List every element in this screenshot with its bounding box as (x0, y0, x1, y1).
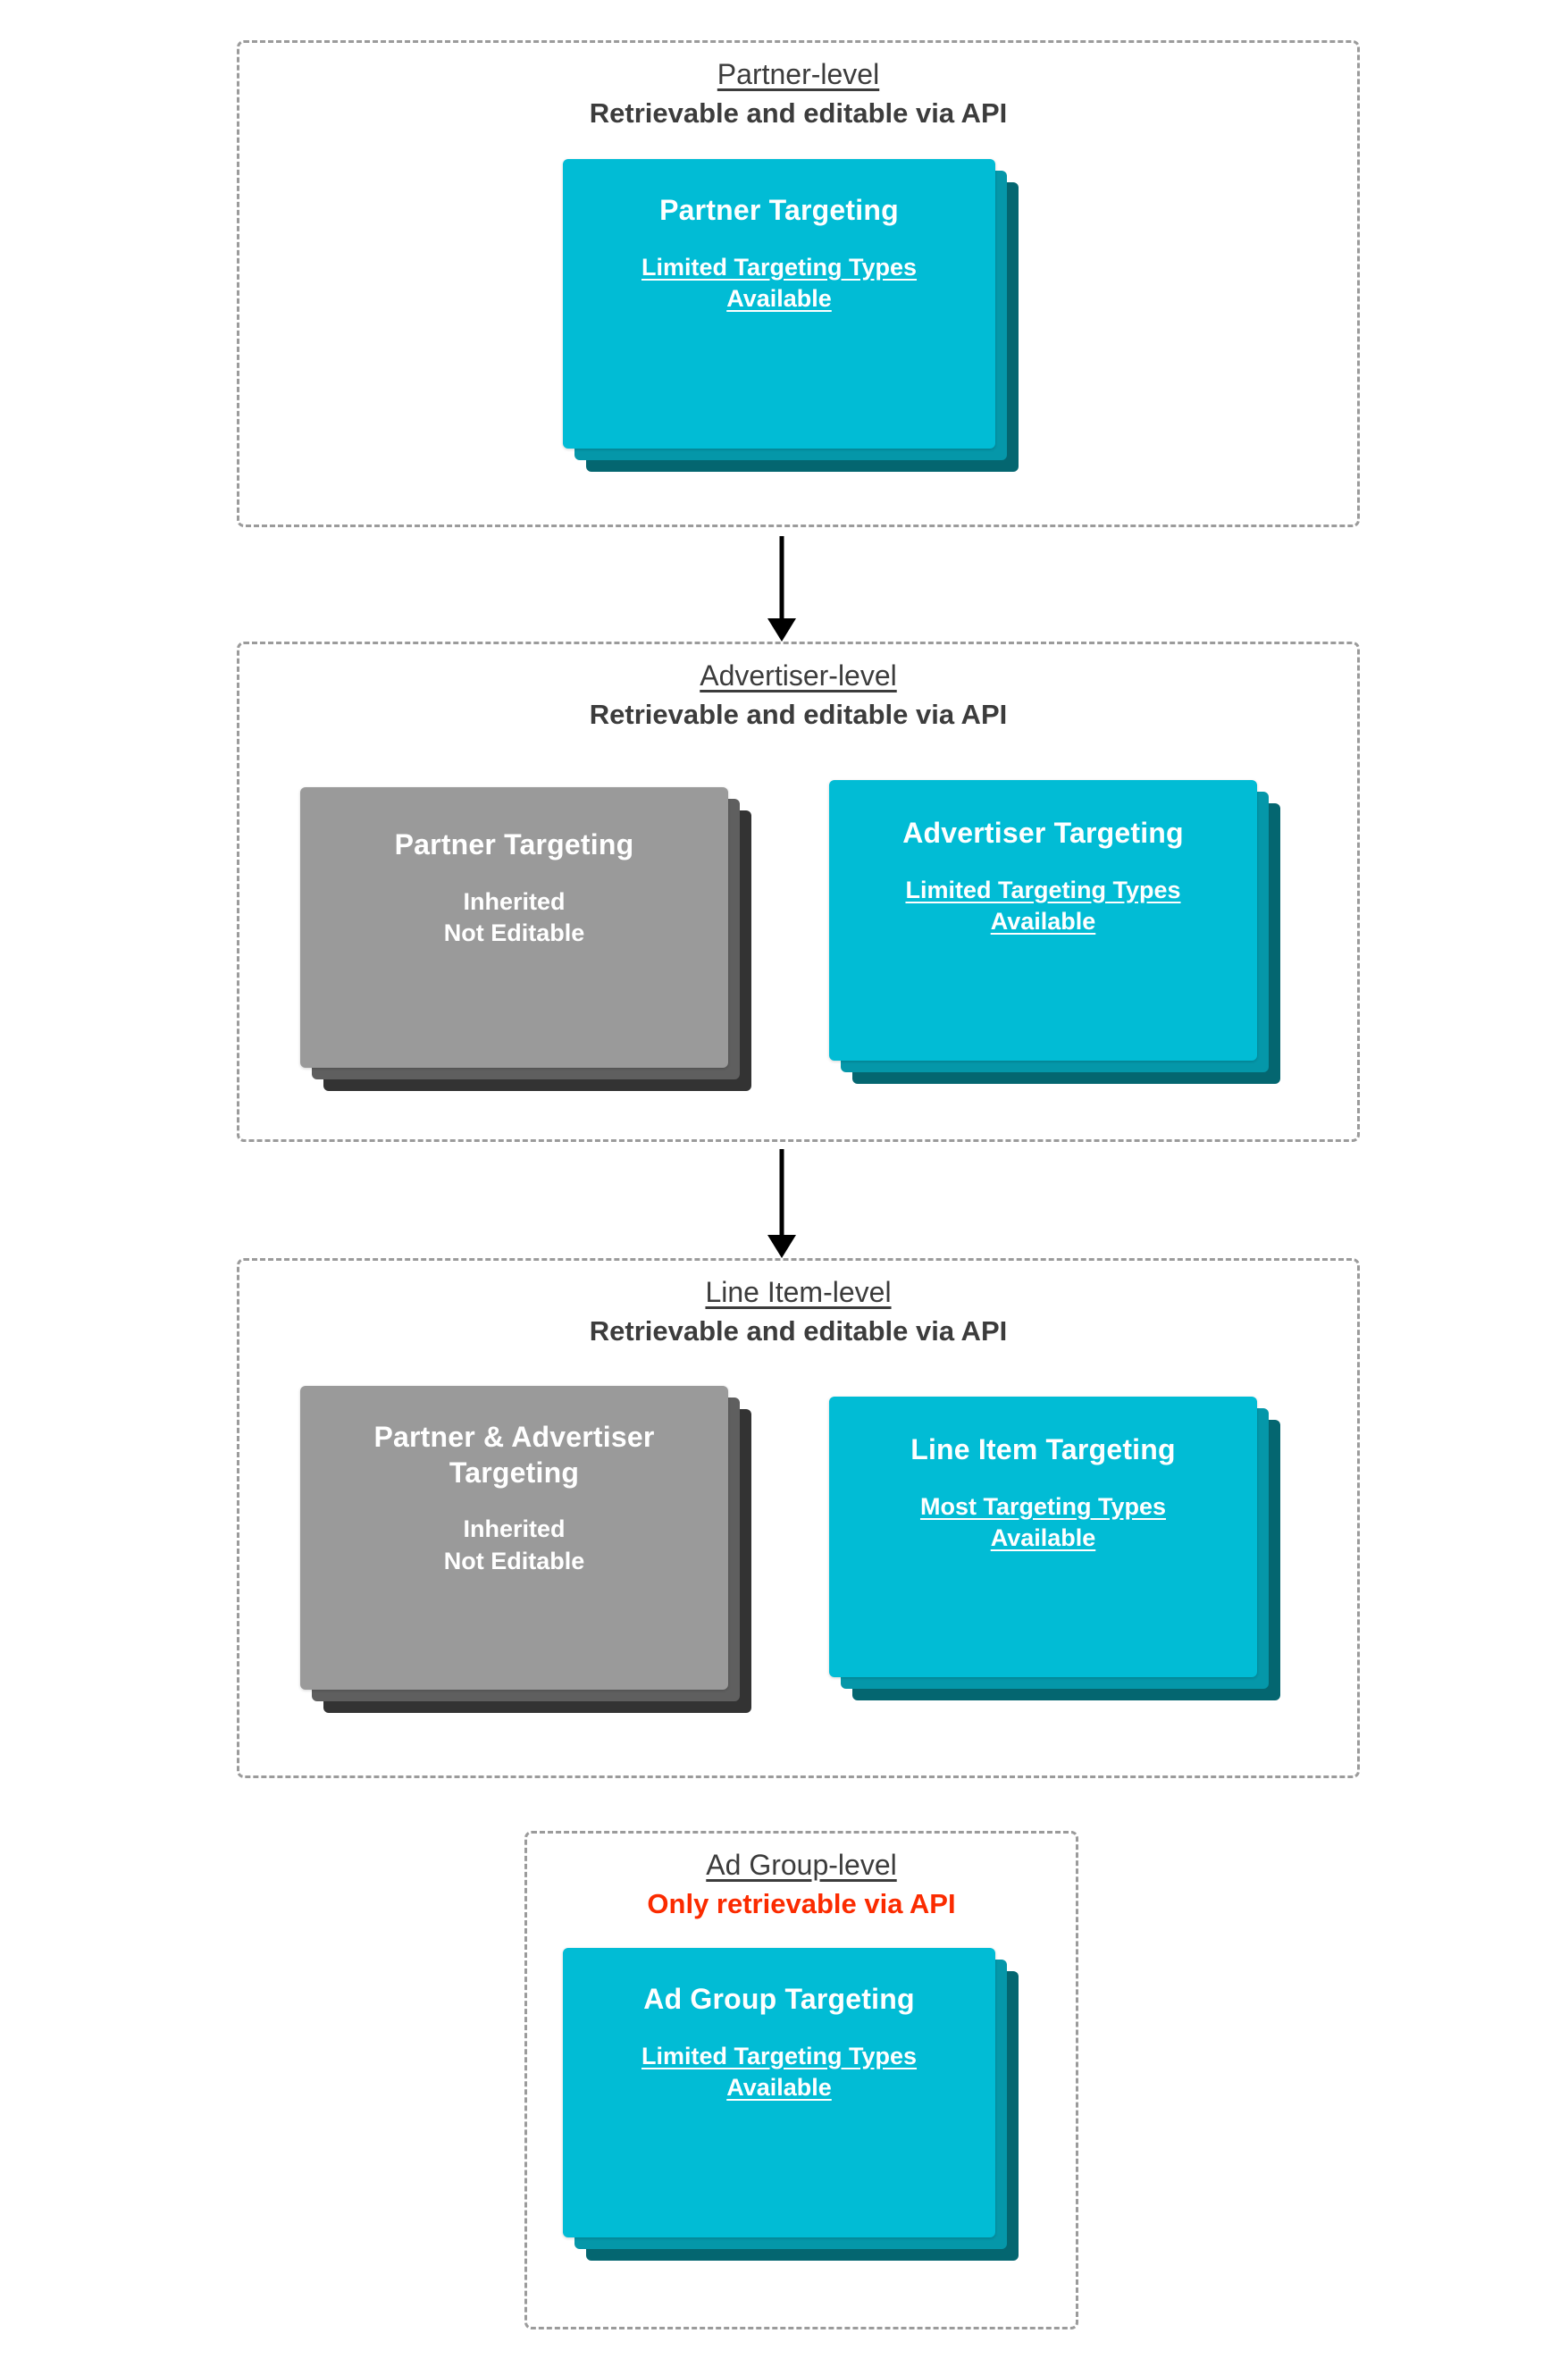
card-inherited-partner-targeting[interactable]: Partner Targeting Inherited Not Editable (300, 787, 728, 1068)
arrow-head-icon (767, 618, 796, 642)
level-subtitle-line-item: Retrievable and editable via API (589, 1315, 1008, 1347)
connector-partner-to-advertiser (764, 536, 800, 642)
card-stack-ad-group-targeting[interactable]: Ad Group Targeting Limited Targeting Typ… (563, 1948, 1019, 2261)
card-ad-group-targeting[interactable]: Ad Group Targeting Limited Targeting Typ… (563, 1948, 995, 2237)
card-subtitle-line-1: Limited Targeting Types (641, 253, 918, 281)
arrow-shaft (779, 1149, 784, 1237)
card-title: Advertiser Targeting (902, 817, 1184, 849)
card-title: Line Item Targeting (910, 1433, 1176, 1465)
card-subtitle-line-2: Available (990, 908, 1096, 936)
level-container-partner: Partner-level Retrievable and editable v… (237, 40, 1360, 527)
card-subtitle-line-1: Inherited (463, 1515, 566, 1543)
card-inherited-partner-advertiser-targeting[interactable]: Partner & Advertiser Targeting Inherited… (300, 1386, 728, 1690)
level-header-line-item: Line Item-level Retrievable and editable… (239, 1275, 1357, 1349)
arrow-shaft (779, 536, 784, 620)
connector-advertiser-to-line-item (764, 1149, 800, 1258)
card-subtitle-line-1: Most Targeting Types (919, 1492, 1167, 1520)
card-stack-advertiser-targeting[interactable]: Advertiser Targeting Limited Targeting T… (829, 780, 1280, 1084)
card-subtitle-line-2: Not Editable (443, 919, 585, 947)
card-stack-line-item-targeting[interactable]: Line Item Targeting Most Targeting Types… (829, 1397, 1280, 1700)
card-subtitle-line-2: Available (726, 2074, 832, 2102)
card-stack-inherited-partner-targeting[interactable]: Partner Targeting Inherited Not Editable (300, 787, 751, 1091)
level-title-ad-group: Ad Group-level (706, 1849, 897, 1881)
card-stack-inherited-partner-advertiser-targeting[interactable]: Partner & Advertiser Targeting Inherited… (300, 1386, 751, 1713)
level-subtitle-ad-group: Only retrievable via API (647, 1888, 956, 1920)
level-container-ad-group: Ad Group-level Only retrievable via API … (524, 1831, 1078, 2329)
card-title: Ad Group Targeting (643, 1983, 915, 2015)
level-container-advertiser: Advertiser-level Retrievable and editabl… (237, 642, 1360, 1142)
level-title-advertiser: Advertiser-level (700, 659, 897, 692)
card-stack-partner-targeting[interactable]: Partner Targeting Limited Targeting Type… (563, 159, 1019, 472)
level-subtitle-advertiser: Retrievable and editable via API (589, 699, 1008, 731)
card-subtitle-line-2: Available (990, 1524, 1096, 1552)
card-subtitle-line-2: Available (726, 285, 832, 313)
card-title: Partner Targeting (394, 828, 634, 860)
level-title-partner: Partner-level (717, 58, 880, 90)
card-title: Partner Targeting (659, 194, 899, 226)
level-title-line-item: Line Item-level (705, 1276, 892, 1308)
level-header-ad-group: Ad Group-level Only retrievable via API (527, 1848, 1076, 1922)
level-header-partner: Partner-level Retrievable and editable v… (239, 57, 1357, 131)
level-subtitle-partner: Retrievable and editable via API (589, 97, 1008, 130)
card-subtitle-line-2: Not Editable (443, 1547, 585, 1574)
card-partner-targeting[interactable]: Partner Targeting Limited Targeting Type… (563, 159, 995, 449)
card-title: Partner & Advertiser Targeting (373, 1421, 655, 1489)
card-subtitle-line-1: Limited Targeting Types (905, 876, 1181, 903)
card-subtitle-line-1: Limited Targeting Types (641, 2042, 918, 2069)
card-line-item-targeting[interactable]: Line Item Targeting Most Targeting Types… (829, 1397, 1257, 1677)
level-container-line-item: Line Item-level Retrievable and editable… (237, 1258, 1360, 1778)
card-advertiser-targeting[interactable]: Advertiser Targeting Limited Targeting T… (829, 780, 1257, 1061)
level-header-advertiser: Advertiser-level Retrievable and editabl… (239, 659, 1357, 733)
arrow-head-icon (767, 1235, 796, 1258)
card-subtitle-line-1: Inherited (463, 887, 566, 915)
